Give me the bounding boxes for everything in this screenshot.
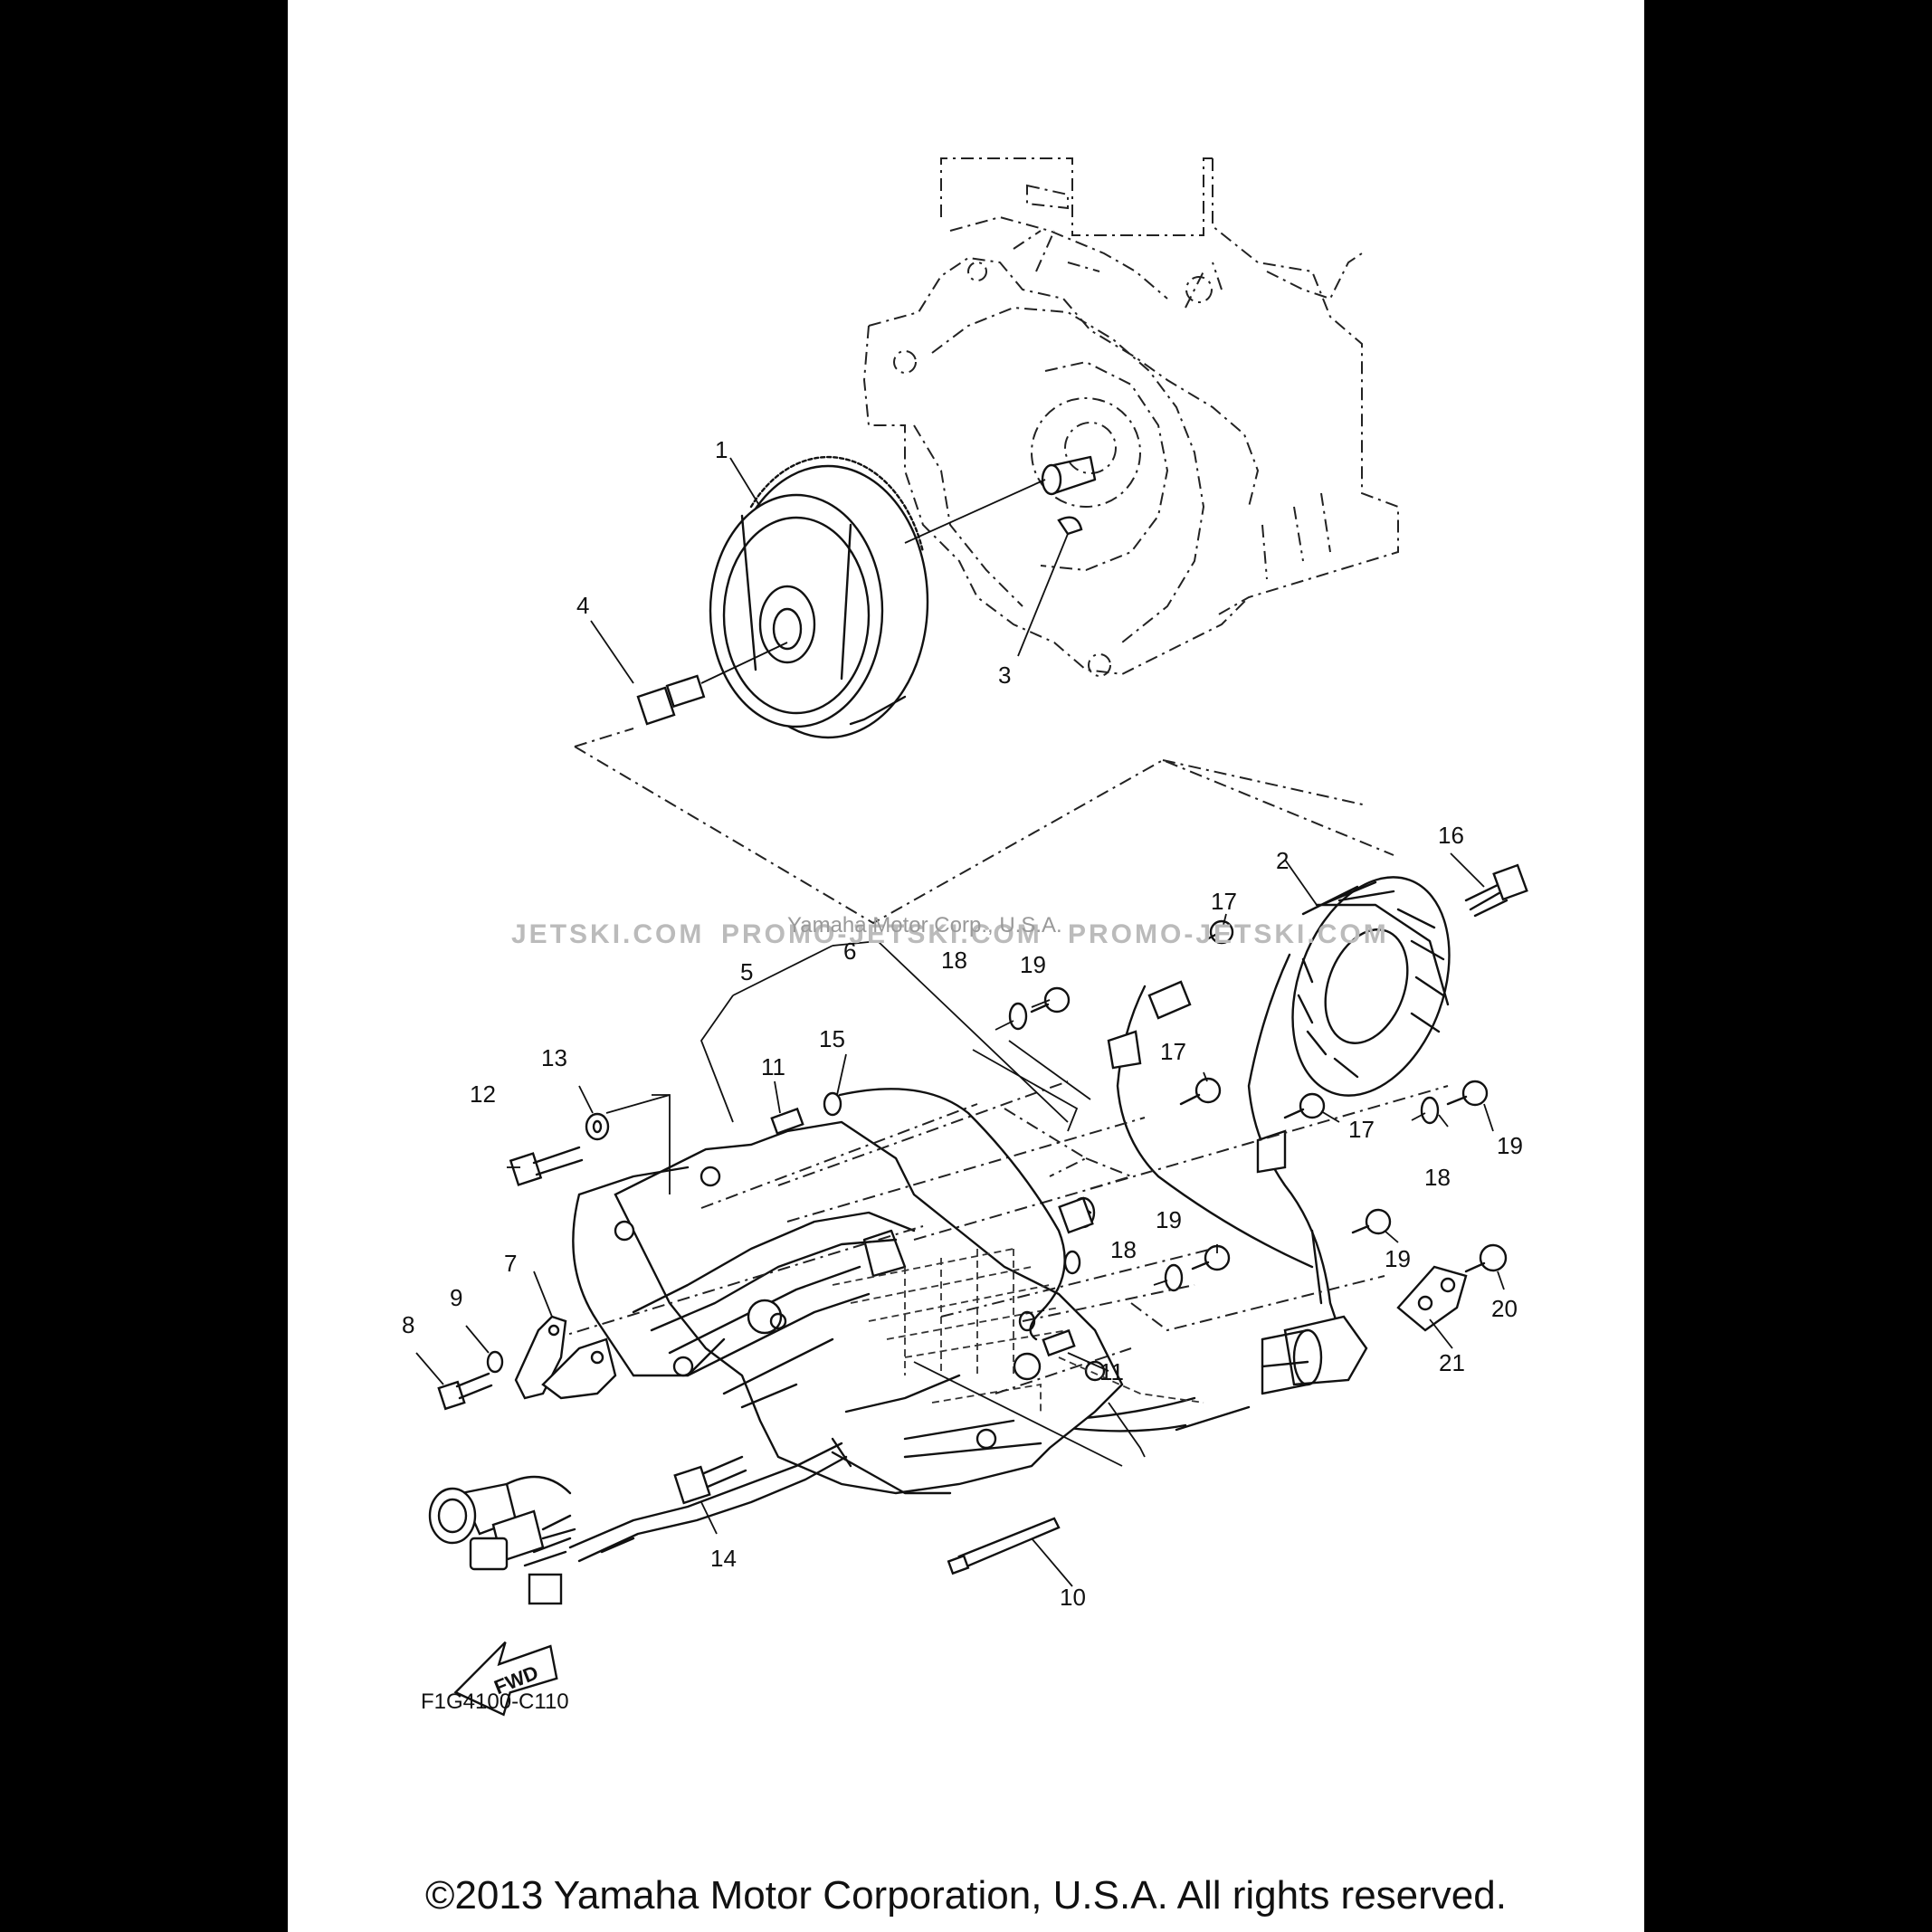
dowel-11-top bbox=[770, 1107, 804, 1136]
callout-20: 20 bbox=[1491, 1295, 1518, 1322]
flywheel-bolt bbox=[636, 642, 788, 726]
callout-2: 2 bbox=[1276, 847, 1289, 874]
watermark-overlay: Yamaha Motor Corp., U.S.A. bbox=[787, 913, 1062, 937]
callout-18-right: 18 bbox=[1424, 1164, 1451, 1191]
callout-17-right: 17 bbox=[1348, 1116, 1375, 1143]
dowel-pin bbox=[1058, 1196, 1096, 1234]
callout-6: 6 bbox=[843, 937, 856, 965]
callout-10: 10 bbox=[1060, 1584, 1086, 1611]
washer-18-top bbox=[1008, 1002, 1028, 1031]
screw-17-right bbox=[1283, 1092, 1326, 1119]
cable-tie bbox=[947, 1517, 1061, 1575]
watermark: JETSKI.COM PROMO-JETSKI.COM PROMO-JETSKI… bbox=[511, 913, 1389, 949]
callout-11-top: 11 bbox=[761, 1053, 785, 1080]
callout-12: 12 bbox=[470, 1080, 496, 1108]
screw-19-low bbox=[1191, 1244, 1231, 1271]
grommet-plate bbox=[1396, 1265, 1468, 1332]
drawing-code: F1G4100-C110 bbox=[421, 1689, 569, 1714]
callout-14: 14 bbox=[710, 1545, 737, 1572]
callout-labels: 1 2 3 4 5 6 7 8 9 10 11 11 12 13 14 15 1… bbox=[402, 436, 1523, 1611]
bolt-12 bbox=[509, 1146, 584, 1186]
callout-17-mid: 17 bbox=[1160, 1038, 1186, 1065]
callout-7: 7 bbox=[504, 1250, 517, 1277]
screw-17-top bbox=[1202, 919, 1234, 945]
callout-3: 3 bbox=[998, 661, 1011, 689]
o-ring bbox=[823, 1088, 1081, 1341]
callout-17-top: 17 bbox=[1211, 888, 1237, 915]
callout-8: 8 bbox=[402, 1311, 414, 1338]
callout-1: 1 bbox=[715, 436, 728, 463]
harness-connectors bbox=[428, 1442, 848, 1605]
crankshaft-end bbox=[1041, 455, 1097, 496]
callout-9: 9 bbox=[450, 1284, 462, 1311]
stator-lead-harness bbox=[1021, 953, 1368, 1432]
callout-4: 4 bbox=[576, 592, 589, 619]
woodruff-key bbox=[1057, 516, 1083, 536]
washer-18-right bbox=[1420, 1096, 1440, 1125]
screw-8 bbox=[437, 1372, 493, 1411]
copyright-notice: ©2013 Yamaha Motor Corporation, U.S.A. A… bbox=[425, 1873, 1507, 1918]
callout-19-right: 19 bbox=[1497, 1132, 1523, 1159]
callout-21: 21 bbox=[1439, 1349, 1465, 1376]
callout-13: 13 bbox=[541, 1044, 567, 1071]
screw-19-sensor bbox=[1351, 1208, 1392, 1235]
callout-11-low: 11 bbox=[1099, 1358, 1124, 1385]
washer-18-low bbox=[1164, 1263, 1184, 1292]
callout-19-low: 19 bbox=[1156, 1206, 1182, 1233]
screw-20 bbox=[1464, 1243, 1508, 1273]
callout-18-top: 18 bbox=[941, 947, 967, 974]
stator-bolt bbox=[1464, 863, 1528, 918]
watermark-center: PROMO-JETSKI.COM bbox=[721, 919, 1042, 949]
screw-19-top bbox=[1030, 986, 1071, 1014]
flywheel-rotor bbox=[709, 455, 929, 739]
washer-13 bbox=[585, 1112, 610, 1141]
dowel-11-low bbox=[1042, 1328, 1076, 1357]
callout-19-top: 19 bbox=[1020, 951, 1046, 978]
engine-block-outline bbox=[862, 157, 1399, 677]
callout-leaders bbox=[415, 457, 1505, 1587]
generator-cover bbox=[572, 1120, 1204, 1495]
callout-16: 16 bbox=[1438, 822, 1464, 849]
watermark-right: PROMO-JETSKI.COM bbox=[1068, 919, 1389, 949]
watermark-left: JETSKI.COM bbox=[511, 919, 704, 949]
bracket bbox=[514, 1315, 617, 1400]
washer-9 bbox=[486, 1350, 504, 1374]
callout-18-low: 18 bbox=[1110, 1236, 1137, 1263]
callout-15: 15 bbox=[819, 1025, 845, 1052]
callout-5: 5 bbox=[740, 958, 753, 985]
stator-coil bbox=[1291, 876, 1451, 1097]
screw-19-right bbox=[1446, 1080, 1489, 1107]
screw-17-mid bbox=[1179, 1077, 1222, 1106]
bolt-14 bbox=[673, 1455, 747, 1505]
callout-19-sensor: 19 bbox=[1385, 1245, 1411, 1272]
